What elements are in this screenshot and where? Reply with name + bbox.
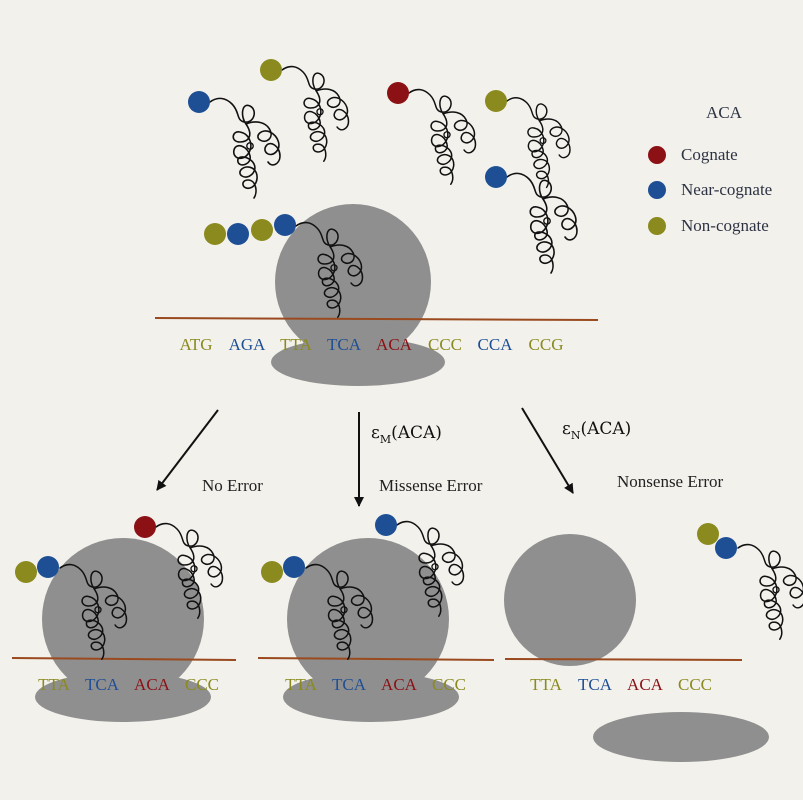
codon: TCA (327, 335, 362, 354)
missense-error-label: Missense Error (379, 476, 483, 495)
codon: TCA (332, 675, 367, 694)
nonsense-error-label: Nonsense Error (617, 472, 724, 491)
amino-acid-dot (485, 166, 507, 188)
free-trna-non-cognate-1 (260, 59, 350, 162)
codon: ACA (134, 675, 171, 694)
incoming-near-cognate-trna (375, 514, 465, 617)
codon: CCC (428, 335, 462, 354)
legend: ACA Cognate Near-cognate Non-cognate (648, 103, 772, 235)
codon: CCA (478, 335, 514, 354)
amino-acid-dot (375, 514, 397, 536)
released-peptide-trna (697, 523, 803, 640)
panel-no-error: TTA TCA ACA CCC (11, 516, 237, 722)
top-ribosome: ATG AGA TTA TCA ACA CCC CCA CCG (154, 204, 599, 386)
codon: CCG (529, 335, 564, 354)
mrna-strand (257, 657, 495, 661)
codon: TTA (280, 335, 312, 354)
codon: CCC (432, 675, 466, 694)
mrna-codons: ATG AGA TTA TCA ACA CCC CCA CCG (179, 335, 563, 354)
incoming-cognate-trna (134, 516, 224, 619)
amino-acid-dot (260, 59, 282, 81)
peptide-residue-2 (283, 556, 305, 578)
legend-cognate-dot (648, 146, 666, 164)
peptidyl-trna (15, 556, 128, 660)
codon: AGA (229, 335, 267, 354)
peptidyl-trna (261, 556, 374, 660)
peptide-residue-2 (715, 537, 737, 559)
codon: TTA (530, 675, 562, 694)
outcome-arrows: No Error εM(ACA) Missense Error εN(ACA) … (156, 407, 724, 507)
small-subunit (271, 338, 445, 386)
codon: CCC (678, 675, 712, 694)
peptide-residue-4 (274, 214, 296, 236)
codon: TTA (38, 675, 70, 694)
legend-cognate-label: Cognate (681, 145, 738, 164)
codon: ACA (381, 675, 418, 694)
codon: TCA (578, 675, 613, 694)
legend-near-cognate-dot (648, 181, 666, 199)
legend-near-cognate-label: Near-cognate (681, 180, 772, 199)
nonsense-arrow (521, 407, 574, 494)
codon: ATG (179, 335, 212, 354)
panel-nonsense-error: TTA TCA ACA CCC (504, 523, 803, 762)
free-trna-non-cognate-2 (485, 90, 571, 189)
missense-rate: εM(ACA) (371, 423, 442, 446)
peptide-residue-2 (227, 223, 249, 245)
peptidyl-trna (204, 214, 364, 318)
mrna-strand (504, 658, 743, 661)
codon: TTA (285, 675, 317, 694)
codon: TCA (85, 675, 120, 694)
free-trna-pool (188, 59, 578, 274)
mrna-codons: TTA TCA ACA CCC (530, 675, 712, 694)
mrna-codons: TTA TCA ACA CCC (285, 675, 466, 694)
nonsense-rate: εN(ACA) (562, 419, 631, 442)
free-trna-cognate (387, 82, 477, 185)
no-error-arrow (156, 409, 219, 491)
mrna-strand (154, 317, 599, 321)
free-trna-near-cognate-2 (485, 166, 578, 274)
legend-non-cognate-label: Non-cognate (681, 216, 769, 235)
codon: ACA (627, 675, 664, 694)
peptide-residue-1 (15, 561, 37, 583)
amino-acid-dot (485, 90, 507, 112)
free-trna-near-cognate-1 (188, 91, 281, 199)
peptide-residue-1 (204, 223, 226, 245)
amino-acid-dot (387, 82, 409, 104)
peptide-residue-1 (261, 561, 283, 583)
mrna-strand (11, 657, 237, 661)
mrna-codons: TTA TCA ACA CCC (38, 675, 219, 694)
peptide-residue-2 (37, 556, 59, 578)
detached-large-subunit (504, 534, 636, 666)
amino-acid-dot (134, 516, 156, 538)
large-subunit (275, 204, 431, 360)
codon: CCC (185, 675, 219, 694)
peptide-residue-1 (697, 523, 719, 545)
legend-codon-label: ACA (706, 103, 743, 122)
no-error-label: No Error (202, 476, 263, 495)
codon: ACA (376, 335, 413, 354)
detached-small-subunit (593, 712, 769, 762)
amino-acid-dot (188, 91, 210, 113)
peptide-residue-3 (251, 219, 273, 241)
panel-missense-error: TTA TCA ACA CCC (257, 514, 495, 722)
legend-non-cognate-dot (648, 217, 666, 235)
